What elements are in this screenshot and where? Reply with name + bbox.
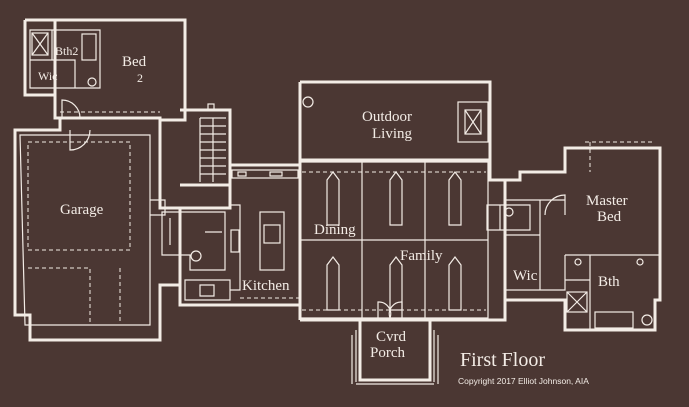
label-wic-master: Wic [513,268,538,284]
label-bed2-2: 2 [137,71,143,85]
covered-porch [351,320,439,385]
outdoor-outline [298,80,492,160]
pantry [161,211,226,271]
label-bed2-1: Bed [122,54,147,70]
master-toilet [641,314,653,326]
porch-steps [351,330,439,385]
master-bed-door [544,194,566,216]
master-outline [505,146,662,332]
panel-6 [448,256,462,311]
outdoor-grill-inner [464,109,482,135]
label-outdoor-1: Outdoor [362,109,412,125]
master-sink-2 [636,258,644,266]
bed2-door [61,99,81,119]
stair-treads [199,117,226,182]
outdoor-grill [457,101,489,143]
kitchen-bottom-cabinets [184,279,231,301]
kitchen-counter-left [230,204,241,291]
label-porch-2: Porch [370,345,405,361]
master-sink-1 [574,258,582,266]
outdoor-grill-x [464,109,482,135]
master-tub [594,311,634,329]
kitchen-counter-top [231,169,299,179]
title-block: First Floor Copyright 2017 Elliot Johnso… [458,349,589,386]
kitchen-island [259,211,285,271]
panel-5 [389,256,403,311]
panel-2 [389,171,403,226]
master-bed-dash [585,141,655,172]
bath2-toilet [87,77,97,87]
garage-outline [13,116,182,342]
label-master-1: Master [586,193,628,209]
room-labels: Bth2 Wic Bed 2 Outdoor Living Garage Din… [38,44,628,361]
entry-doors [377,301,403,319]
laundry-washer [504,207,514,217]
main-living-block [160,158,507,322]
stair-block [180,103,232,187]
label-wic-upper: Wic [38,69,58,83]
garage-dash-a [27,141,131,251]
copyright-note: Copyright 2017 Elliot Johnson, AIA [458,376,589,386]
label-dining: Dining [314,222,356,238]
garage-dash-b [28,267,91,322]
ceiling-grid [299,161,489,319]
master-shower-x [566,291,588,313]
label-garage: Garage [60,202,104,218]
stair-outline [180,108,232,187]
panel-3 [448,171,462,226]
bath2-tub [31,32,49,56]
laundry [486,204,531,231]
garage-door [69,129,91,151]
kitchen-range [230,229,240,253]
outdoor-living [298,80,492,160]
label-master-bath: Bth [598,274,620,290]
label-porch-1: Cvrd [376,329,407,345]
label-kitchen: Kitchen [242,278,290,294]
pantry-toilet [190,250,202,262]
master-suite [486,141,662,332]
master-bath-walls [565,254,660,330]
panel-1 [326,171,340,226]
bath2-tub-x [31,32,49,56]
label-bath2: Bth2 [55,44,78,58]
panel-4 [326,256,340,311]
garage-inner [19,134,151,326]
master-shower [566,291,588,313]
stair-post [207,103,215,111]
label-outdoor-2: Living [372,126,412,142]
garage-block [13,116,182,342]
bath2-vanity [81,33,97,61]
ceiling-dash [302,171,486,311]
porch-outline [358,320,432,382]
kitchen-island-sink [263,224,281,244]
plan-title: First Floor [460,349,545,371]
label-family: Family [400,248,443,264]
bath2-walls [29,29,101,89]
label-master-2: Bed [597,209,622,225]
master-closet-walls [505,199,566,291]
outdoor-column-left [302,96,314,108]
